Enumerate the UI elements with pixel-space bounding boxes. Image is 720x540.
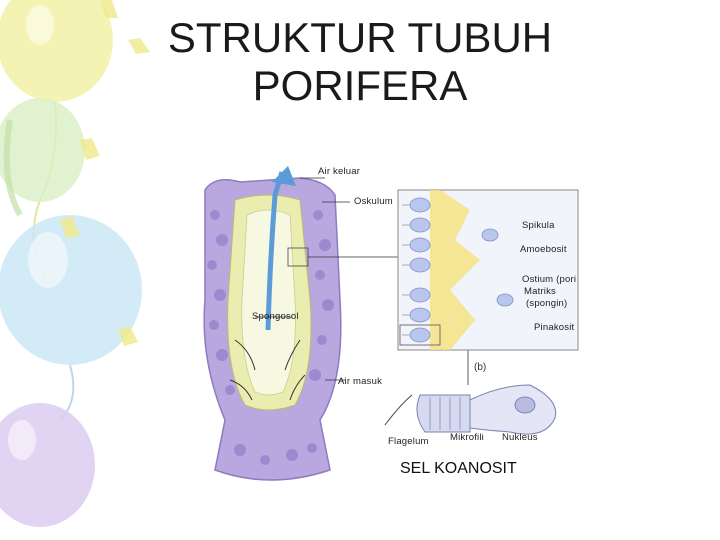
- label-oskulum: Oskulum: [354, 196, 393, 207]
- sponge-body: [203, 166, 342, 481]
- purple-balloon: [0, 403, 95, 527]
- label-nukleus: Nukleus: [502, 432, 538, 443]
- label-pinakosit: Pinakosit: [534, 322, 575, 333]
- label-spongosol: Spongosol: [252, 311, 299, 322]
- label-ostium: Ostium (pori: [522, 274, 577, 285]
- label-flagelum: Flagelum: [388, 436, 429, 447]
- panel-b-tag: (b): [474, 362, 487, 373]
- choanocyte-cells: [409, 197, 514, 343]
- label-spikula: Spikula: [522, 220, 555, 231]
- title-line-2: PORIFERA: [252, 62, 468, 109]
- flagella-lines: [402, 204, 410, 336]
- microvilli-lines: [429, 397, 461, 430]
- label-air-masuk: Air masuk: [338, 376, 383, 387]
- water-out-arrow: [265, 171, 285, 331]
- cross-section-panel: [397, 189, 579, 351]
- sponge-pores: [207, 210, 334, 465]
- label-amoebosit: Amoebosit: [520, 244, 567, 255]
- label-air-keluar: Air keluar: [318, 166, 361, 177]
- label-mikrofili: Mikrofili: [450, 432, 484, 443]
- nucleus-shape: [514, 396, 536, 414]
- title-line-1: STRUKTUR TUBUH: [167, 14, 553, 61]
- subtitle-sel-koanosit: SEL KOANOSIT: [400, 460, 517, 477]
- water-in-arrows: [229, 339, 306, 401]
- choanocyte-enlarged: [384, 384, 557, 435]
- label-spongin: (spongin): [526, 298, 568, 309]
- sparkle-shapes: [60, 0, 150, 346]
- green-balloon: [0, 98, 85, 217]
- label-matriks: Matriks: [524, 286, 557, 297]
- page-title: STRUKTUR TUBUH PORIFERA: [110, 14, 610, 110]
- flagellum-strand: [384, 394, 413, 426]
